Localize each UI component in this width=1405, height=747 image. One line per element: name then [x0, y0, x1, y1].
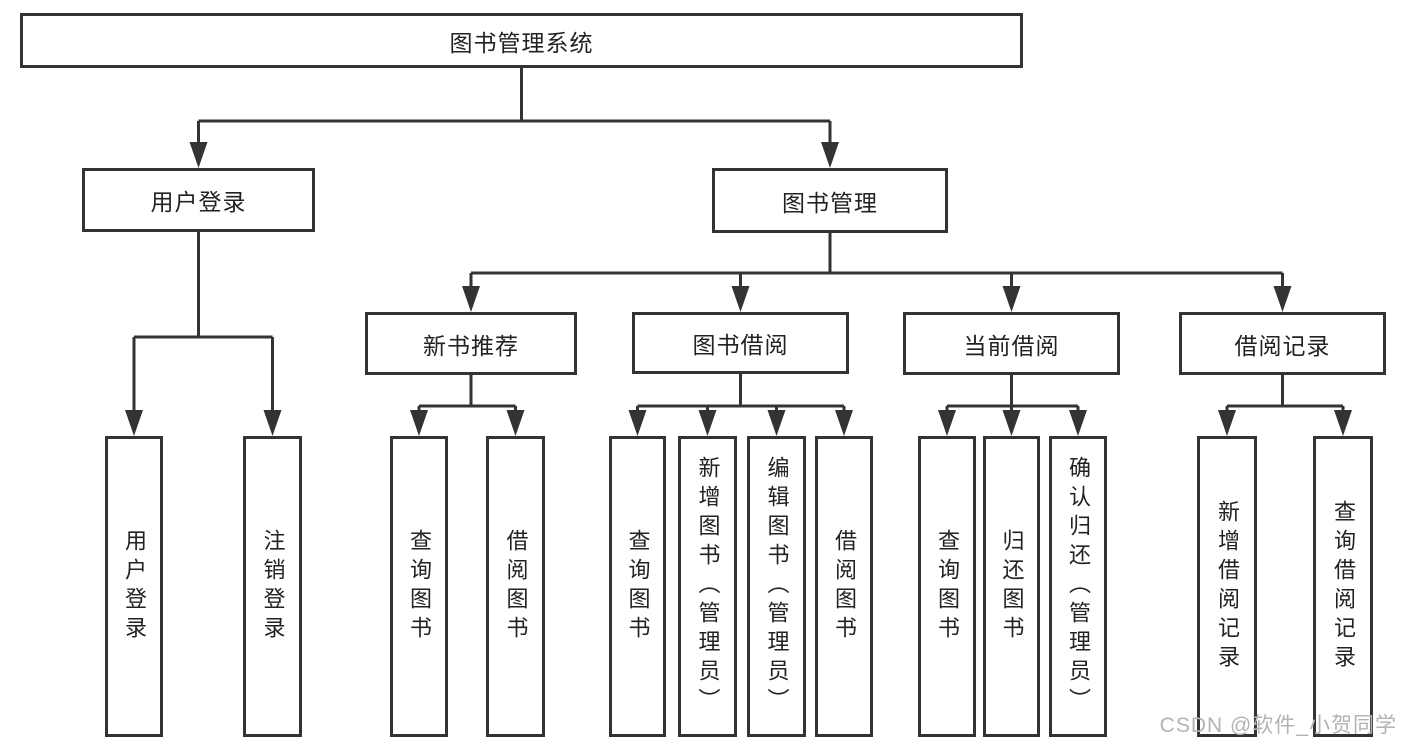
node-borrowing-records: 借阅记录 [1179, 312, 1386, 375]
node-label: 当前借阅 [963, 332, 1060, 359]
node-label: 图书管理系统 [449, 29, 594, 56]
node-label: 图书借阅 [692, 332, 789, 358]
leaf-user-login: 用户登录 [105, 436, 163, 737]
leaf-add-borrow-record: 新增借阅记录 [1197, 436, 1257, 737]
leaf-borrow-books: 借阅图书 [815, 436, 873, 737]
node-label: 图书管理 [782, 189, 878, 216]
leaf-return-books: 归还图书 [983, 436, 1040, 737]
node-label: 借阅记录 [1234, 332, 1331, 359]
leaf-query-books-recommend: 查询图书 [390, 436, 448, 737]
leaf-borrow-books-recommend: 借阅图书 [486, 436, 545, 737]
leaf-confirm-return-admin: 确认归还（管理员） [1049, 436, 1107, 737]
leaf-query-books-current: 查询图书 [918, 436, 976, 737]
leaf-edit-books-admin: 编辑图书（管理员） [747, 436, 806, 737]
node-label: 确认归还（管理员） [1066, 456, 1091, 717]
arrowhead-icon [125, 142, 1352, 436]
leaf-query-borrow-record: 查询借阅记录 [1313, 436, 1373, 737]
watermark: CSDN @软件_小贺同学 [1159, 714, 1397, 737]
leaf-query-books-borrow: 查询图书 [609, 436, 666, 737]
node-current-borrowing: 当前借阅 [903, 312, 1120, 375]
node-user-login: 用户登录 [82, 168, 315, 232]
node-label: 借阅图书 [832, 528, 857, 645]
node-label: 新增图书（管理员） [695, 456, 721, 717]
node-label: 注销登录 [260, 528, 286, 645]
node-label: 查询图书 [407, 528, 432, 645]
node-label: 新书推荐 [423, 332, 519, 359]
node-label: 查询借阅记录 [1331, 499, 1356, 674]
node-label: 编辑图书（管理员） [764, 456, 790, 717]
node-label: 借阅图书 [503, 528, 529, 645]
node-book-borrowing: 图书借阅 [632, 312, 849, 374]
node-label: 查询图书 [935, 528, 960, 645]
node-label: 查询图书 [625, 528, 651, 645]
leaf-logout: 注销登录 [243, 436, 302, 737]
leaf-add-books-admin: 新增图书（管理员） [678, 436, 737, 737]
node-label: 归还图书 [999, 528, 1025, 645]
node-label: 用户登录 [122, 528, 147, 645]
node-new-book-recommendation: 新书推荐 [365, 312, 577, 375]
node-book-management: 图书管理 [712, 168, 948, 233]
node-label: 新增借阅记录 [1215, 499, 1240, 674]
node-library-management-system: 图书管理系统 [20, 13, 1023, 68]
node-label: 用户登录 [150, 189, 247, 215]
